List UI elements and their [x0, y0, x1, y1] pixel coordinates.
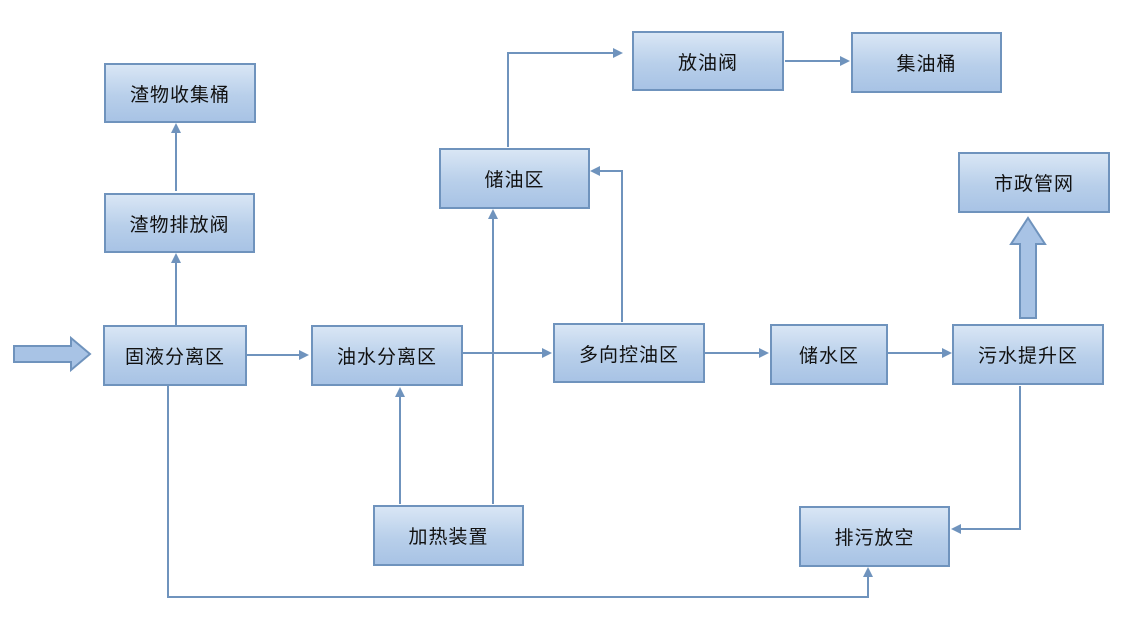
arrowhead	[840, 56, 850, 66]
edge-lift-to-drain	[960, 386, 1021, 530]
arrowhead	[863, 567, 873, 577]
node-oil-bucket: 集油桶	[851, 32, 1002, 93]
arrowhead	[759, 348, 769, 358]
node-slag-bucket: 渣物收集桶	[104, 63, 256, 123]
arrowhead	[590, 166, 600, 176]
arrowhead	[613, 48, 623, 58]
node-oil-water-separation: 油水分离区	[311, 325, 463, 386]
arrowhead	[299, 350, 309, 360]
arrowhead	[395, 387, 405, 397]
edge-oil-storage-to-valve	[507, 52, 614, 147]
node-oil-storage: 储油区	[439, 148, 590, 209]
node-slag-valve: 渣物排放阀	[104, 193, 255, 253]
outlet-up-arrow	[1009, 216, 1047, 319]
inlet-arrow	[13, 335, 92, 373]
node-heating-device: 加热装置	[373, 505, 524, 566]
node-drain-discharge: 排污放空	[799, 506, 950, 567]
arrowhead	[171, 253, 181, 263]
node-municipal-network: 市政管网	[958, 152, 1110, 213]
node-oil-valve: 放油阀	[632, 31, 784, 91]
arrowhead	[942, 348, 952, 358]
node-solid-liquid-separation: 固液分离区	[103, 325, 247, 386]
node-multi-direction-oil-control: 多向控油区	[553, 323, 705, 383]
arrowhead	[951, 524, 961, 534]
edge-solid-to-drain	[167, 386, 869, 598]
edge-control-to-oil-storage	[599, 170, 623, 322]
arrowhead	[542, 348, 552, 358]
node-sewage-lift: 污水提升区	[952, 324, 1104, 385]
arrowhead	[488, 209, 498, 219]
node-water-storage: 储水区	[770, 324, 888, 385]
arrowhead	[171, 123, 181, 133]
